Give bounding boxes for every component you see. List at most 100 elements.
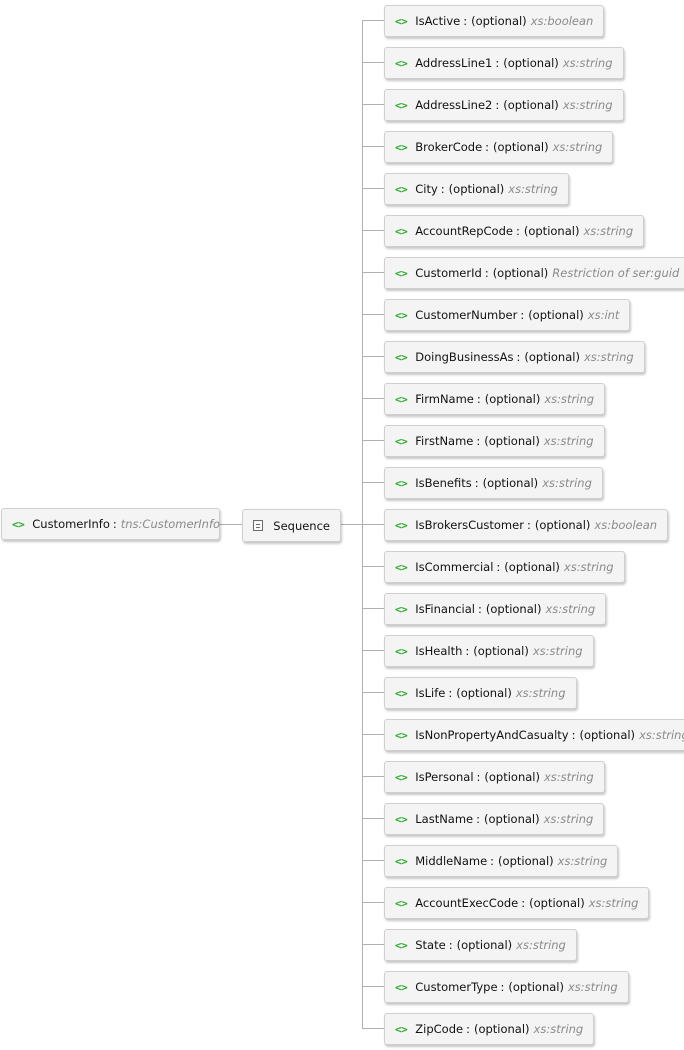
- branch-connector: [362, 188, 384, 189]
- element-icon: <>: [395, 770, 408, 784]
- child-optional-label: (optional): [528, 308, 584, 322]
- child-optional-label: (optional): [473, 644, 529, 658]
- child-element-node[interactable]: <>CustomerNumber:(optional)xs:int: [384, 299, 631, 331]
- root-element-type: tns:CustomerInfo: [120, 517, 221, 531]
- branch-connector: [362, 272, 384, 273]
- element-icon: <>: [395, 266, 408, 280]
- child-element-type: xs:string: [563, 560, 614, 574]
- child-separator: :: [465, 644, 470, 658]
- branch-connector: [362, 566, 384, 567]
- child-separator: :: [485, 140, 490, 154]
- child-element-type: xs:string: [515, 686, 566, 700]
- child-element-node[interactable]: <>City:(optional)xs:string: [384, 173, 569, 205]
- child-separator: :: [474, 476, 479, 490]
- child-separator: :: [500, 980, 505, 994]
- child-element-name: CustomerType: [415, 980, 498, 994]
- child-element-node[interactable]: <>IsFinancial:(optional)xs:string: [384, 593, 607, 625]
- child-element-node[interactable]: <>IsNonPropertyAndCasualty:(optional)xs:…: [384, 719, 684, 751]
- child-element-node[interactable]: <>CustomerId:(optional)Restriction of se…: [384, 257, 684, 289]
- root-element-name: CustomerInfo: [32, 517, 110, 531]
- child-element-node[interactable]: <>MiddleName:(optional)xs:string: [384, 845, 619, 877]
- child-optional-label: (optional): [448, 182, 505, 196]
- element-icon: <>: [395, 686, 408, 700]
- child-optional-label: (optional): [579, 728, 636, 742]
- child-element-node[interactable]: <>DoingBusinessAs:(optional)xs:string: [384, 341, 645, 373]
- element-icon: <>: [395, 602, 408, 616]
- sequence-icon: [253, 520, 264, 531]
- root-separator: :: [112, 517, 117, 531]
- branch-connector: [362, 734, 384, 735]
- element-icon: <>: [395, 56, 408, 70]
- sequence-node[interactable]: Sequence: [242, 509, 341, 542]
- child-element-node[interactable]: <>LastName:(optional)xs:string: [384, 803, 605, 835]
- child-element-type: xs:string: [588, 896, 639, 910]
- child-separator: :: [516, 350, 521, 364]
- child-element-node[interactable]: <>CustomerType:(optional)xs:string: [384, 971, 629, 1003]
- child-element-type: xs:string: [552, 140, 603, 154]
- child-element-node[interactable]: <>FirmName:(optional)xs:string: [384, 383, 606, 415]
- child-element-name: FirmName: [415, 392, 474, 406]
- child-element-type: xs:string: [542, 476, 592, 490]
- child-element-name: IsBrokersCustomer: [415, 518, 524, 532]
- child-optional-label: (optional): [484, 812, 540, 826]
- child-element-node[interactable]: <>AddressLine2:(optional)xs:string: [384, 89, 624, 121]
- child-element-node[interactable]: <>FirstName:(optional)xs:string: [384, 425, 605, 457]
- child-element-node[interactable]: <>IsBenefits:(optional)xs:string: [384, 467, 603, 499]
- element-icon: <>: [395, 980, 408, 994]
- element-icon: <>: [395, 476, 408, 490]
- child-element-type: xs:boolean: [594, 518, 658, 532]
- child-element-type: xs:string: [544, 392, 595, 406]
- branch-connector: [362, 440, 384, 441]
- child-optional-label: (optional): [473, 1022, 530, 1036]
- element-icon: <>: [395, 98, 408, 112]
- child-element-name: IsFinancial: [415, 602, 475, 616]
- child-optional-label: (optional): [485, 602, 542, 616]
- child-element-node[interactable]: <>AccountExecCode:(optional)xs:string: [384, 887, 650, 919]
- child-optional-label: (optional): [484, 434, 540, 448]
- child-element-name: IsPersonal: [415, 770, 474, 784]
- child-element-node[interactable]: <>AddressLine1:(optional)xs:string: [384, 47, 624, 79]
- element-icon: <>: [395, 644, 408, 658]
- child-element-node[interactable]: <>BrokerCode:(optional)xs:string: [384, 131, 614, 163]
- child-optional-label: (optional): [492, 266, 549, 280]
- branch-connector: [362, 650, 384, 651]
- child-element-node[interactable]: <>State:(optional)xs:string: [384, 929, 577, 961]
- child-element-type: xs:string: [562, 98, 613, 112]
- child-element-name: CustomerNumber: [415, 308, 518, 322]
- child-element-node[interactable]: <>AccountRepCode:(optional)xs:string: [384, 215, 645, 247]
- branch-connector: [362, 1028, 384, 1029]
- child-separator: :: [476, 392, 481, 406]
- child-element-type: xs:string: [543, 434, 594, 448]
- child-separator: :: [521, 896, 526, 910]
- child-separator: :: [448, 686, 453, 700]
- child-element-type: Restriction of ser:guid: [552, 266, 680, 280]
- child-optional-label: (optional): [508, 980, 564, 994]
- child-separator: :: [526, 518, 531, 532]
- child-element-node[interactable]: <> IsBrokersCustomer:(optional)xs:boolean: [384, 509, 669, 541]
- child-separator: :: [490, 854, 495, 868]
- child-element-node[interactable]: <>IsActive:(optional)xs:boolean: [384, 5, 605, 37]
- child-separator: :: [476, 770, 481, 784]
- child-element-type: xs:boolean: [530, 14, 594, 28]
- child-element-type: xs:string: [562, 56, 613, 70]
- child-element-node[interactable]: <>ZipCode:(optional)xs:string: [384, 1013, 595, 1045]
- child-optional-label: (optional): [534, 518, 591, 532]
- child-element-node[interactable]: <>IsCommercial:(optional)xs:string: [384, 551, 625, 583]
- child-element-type: xs:int: [587, 308, 620, 322]
- child-element-name: AccountRepCode: [415, 224, 513, 238]
- child-optional-label: (optional): [504, 560, 560, 574]
- element-icon: <>: [395, 182, 408, 196]
- element-icon: <>: [395, 728, 408, 742]
- element-icon: <>: [395, 224, 408, 238]
- element-icon: <>: [395, 350, 408, 364]
- child-element-node[interactable]: <>IsLife:(optional)xs:string: [384, 677, 577, 709]
- child-optional-label: (optional): [503, 98, 559, 112]
- element-icon: <>: [395, 938, 408, 952]
- element-icon: <>: [395, 560, 408, 574]
- element-icon: <>: [395, 518, 408, 532]
- root-element-node[interactable]: <> CustomerInfo : tns:CustomerInfo: [1, 508, 220, 540]
- child-element-name: IsLife: [415, 686, 446, 700]
- child-optional-label: (optional): [484, 770, 540, 784]
- child-element-node[interactable]: <>IsPersonal:(optional)xs:string: [384, 761, 605, 793]
- child-element-node[interactable]: <>IsHealth:(optional)xs:string: [384, 635, 594, 667]
